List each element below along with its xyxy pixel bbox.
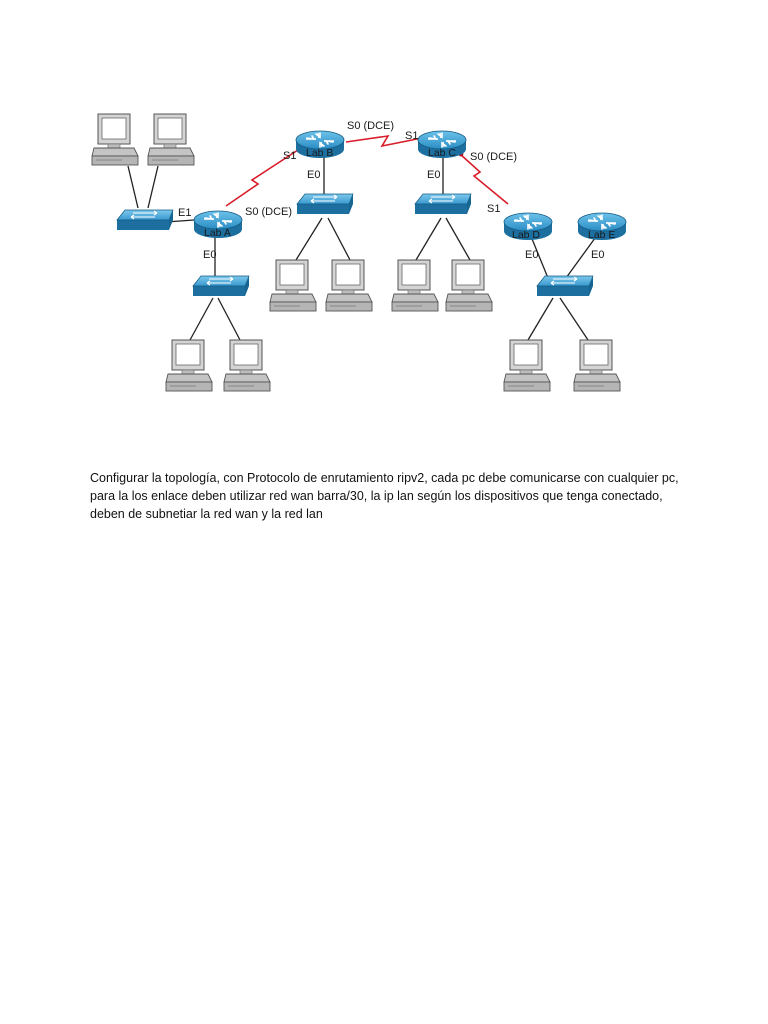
serial-links <box>225 134 509 207</box>
pc <box>325 259 373 312</box>
port-label-b-s0: S0 (DCE) <box>347 120 394 132</box>
pc <box>573 339 621 392</box>
port-label-b-e0: E0 <box>307 169 320 181</box>
port-label-e-e0: E0 <box>591 249 604 261</box>
pc <box>391 259 439 312</box>
pc <box>223 339 271 392</box>
port-label-b-s1: S1 <box>283 150 296 162</box>
port-label-c-s0: S0 (DCE) <box>470 151 517 163</box>
port-label-d-e0: E0 <box>525 249 538 261</box>
router-label-lab-c: Lab C <box>428 147 456 159</box>
ethernet-links <box>127 157 599 341</box>
port-label-a-s0: S0 (DCE) <box>245 206 292 218</box>
port-label-d-s1: S1 <box>487 203 500 215</box>
serial-link-b-c <box>345 134 423 148</box>
switch-lan-a-e1 <box>116 209 174 231</box>
instructions-paragraph: Configurar la topología, con Protocolo d… <box>90 471 679 521</box>
pc <box>269 259 317 312</box>
pc <box>91 113 139 166</box>
router-label-lab-a: Lab A <box>204 227 231 239</box>
port-label-a-e0: E0 <box>203 249 216 261</box>
switch-lan-a-e0 <box>192 275 250 297</box>
router-label-lab-b: Lab B <box>306 147 333 159</box>
pc <box>147 113 195 166</box>
pc <box>445 259 493 312</box>
port-label-c-e0: E0 <box>427 169 440 181</box>
port-label-a-e1: E1 <box>178 207 191 219</box>
pc <box>165 339 213 392</box>
network-topology-diagram: Lab A Lab B Lab C Lab D Lab E S0 (DCE) S… <box>91 113 627 392</box>
switch-lan-c <box>414 193 472 215</box>
router-label-lab-d: Lab D <box>512 229 540 241</box>
router-label-lab-e: Lab E <box>588 229 615 241</box>
serial-link-c-d <box>459 153 509 205</box>
pc <box>503 339 551 392</box>
port-label-c-s1: S1 <box>405 130 418 142</box>
switch-lan-d-e <box>536 275 594 297</box>
serial-link-a-b <box>225 149 299 207</box>
switch-lan-b <box>296 193 354 215</box>
